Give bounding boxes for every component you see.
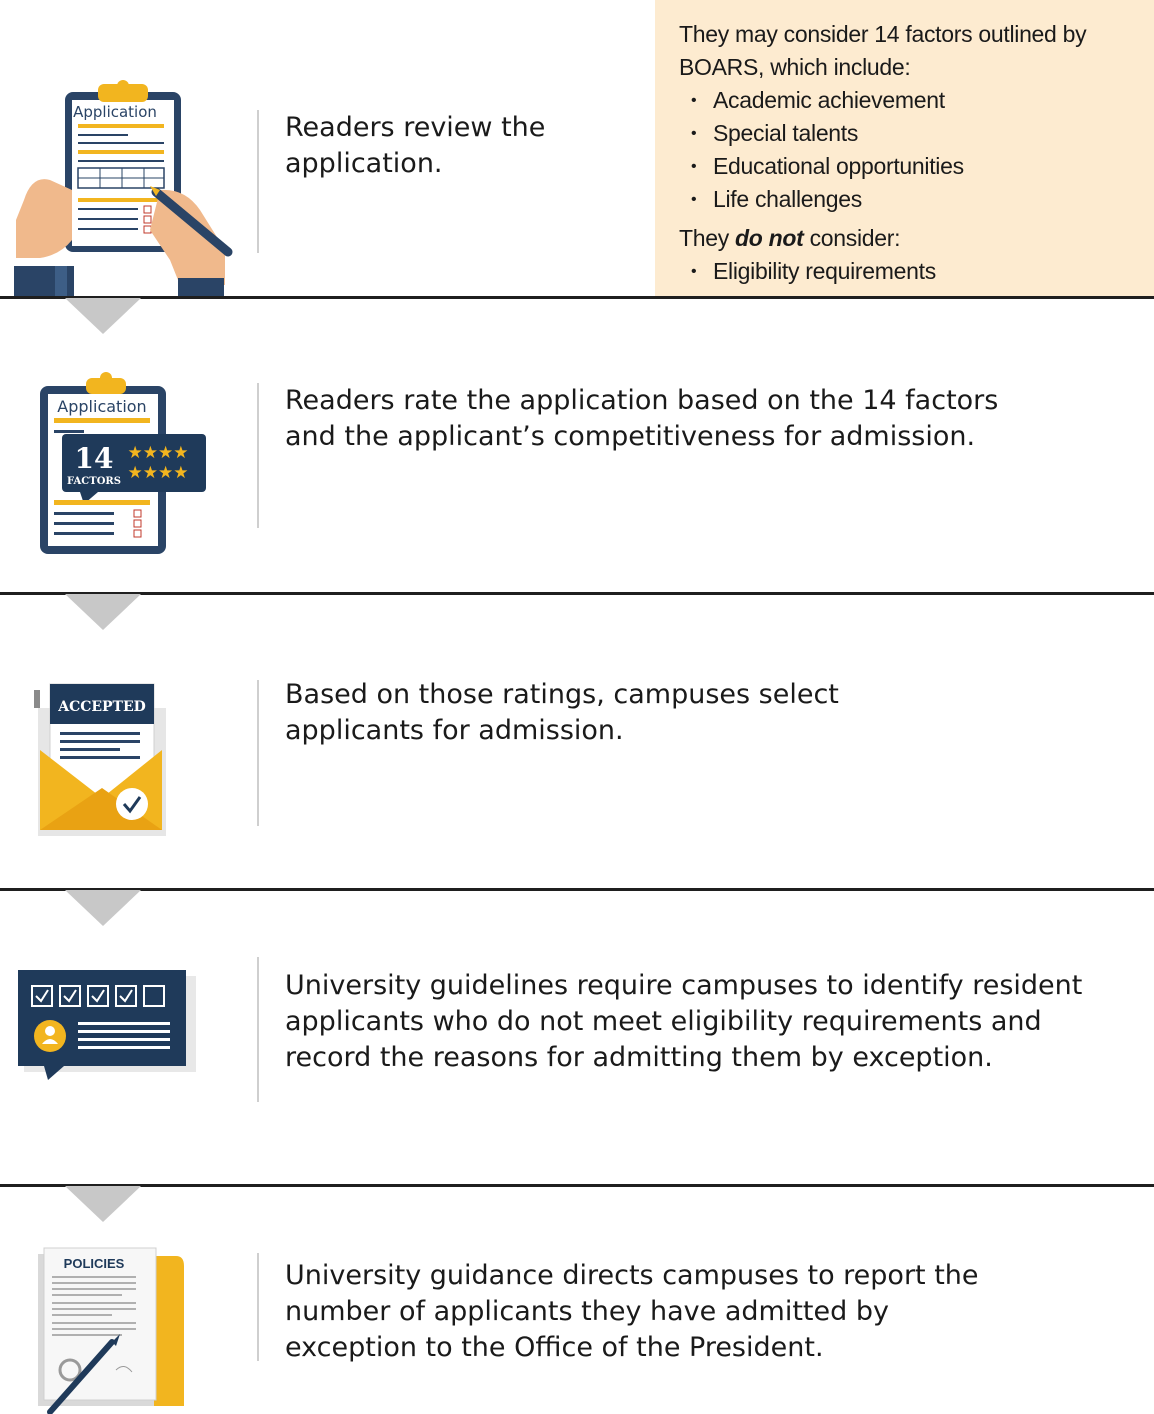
step-separator — [257, 383, 259, 528]
policies-label: POLICIES — [64, 1256, 125, 1271]
divider — [0, 888, 1154, 891]
step-separator — [257, 1253, 259, 1361]
step-separator — [257, 680, 259, 826]
down-arrow-icon — [65, 890, 141, 926]
clipboard-rating-icon: Application 14 FACTORS ★★★★ ★★★★ — [40, 372, 206, 554]
step-4-text: University guidelines require campuses t… — [285, 970, 1083, 1073]
down-arrow-icon — [65, 1186, 141, 1222]
down-arrow-icon — [65, 298, 141, 334]
factors-callout: They may consider 14 factors outlined by… — [655, 0, 1154, 296]
accepted-envelope-icon: ACCEPTED — [34, 683, 166, 836]
callout-intro: They may consider 14 factors outlined by… — [679, 21, 1087, 80]
svg-text:★★★★: ★★★★ — [128, 463, 189, 483]
divider — [0, 592, 1154, 595]
accepted-label: ACCEPTED — [57, 699, 146, 715]
step-5-text: University guidance directs campuses to … — [285, 1260, 979, 1363]
excluded-list: Eligibility requirements — [679, 255, 1140, 288]
factors-number: 14 — [75, 442, 114, 475]
factors-list: Academic achievement Special talents Edu… — [679, 84, 1140, 216]
svg-text:★★★★: ★★★★ — [128, 443, 189, 463]
step-2-text: Readers rate the application based on th… — [285, 385, 999, 452]
factor-item: Special talents — [679, 117, 1140, 150]
step-1-text: Readers review the application. — [285, 112, 546, 179]
clipboard-label: Application — [57, 397, 146, 416]
factor-item: Life challenges — [679, 183, 1140, 216]
factor-item: Educational opportunities — [679, 150, 1140, 183]
down-arrow-icon — [65, 594, 141, 630]
step-separator — [257, 110, 259, 253]
excluded-item: Eligibility requirements — [679, 255, 1140, 288]
factor-item: Academic achievement — [679, 84, 1140, 117]
policies-document-icon: POLICIES — [38, 1247, 184, 1414]
factors-label: FACTORS — [67, 476, 121, 487]
step-separator — [257, 957, 259, 1102]
clipboard-hands-icon: Application — [14, 80, 233, 296]
checklist-profile-icon — [18, 970, 196, 1080]
divider — [0, 1184, 1154, 1187]
step-3-text: Based on those ratings, campuses select … — [285, 679, 839, 746]
clipboard-label: Application — [73, 103, 157, 121]
divider — [0, 296, 1154, 299]
not-considered-heading: They do not consider: — [679, 225, 901, 251]
